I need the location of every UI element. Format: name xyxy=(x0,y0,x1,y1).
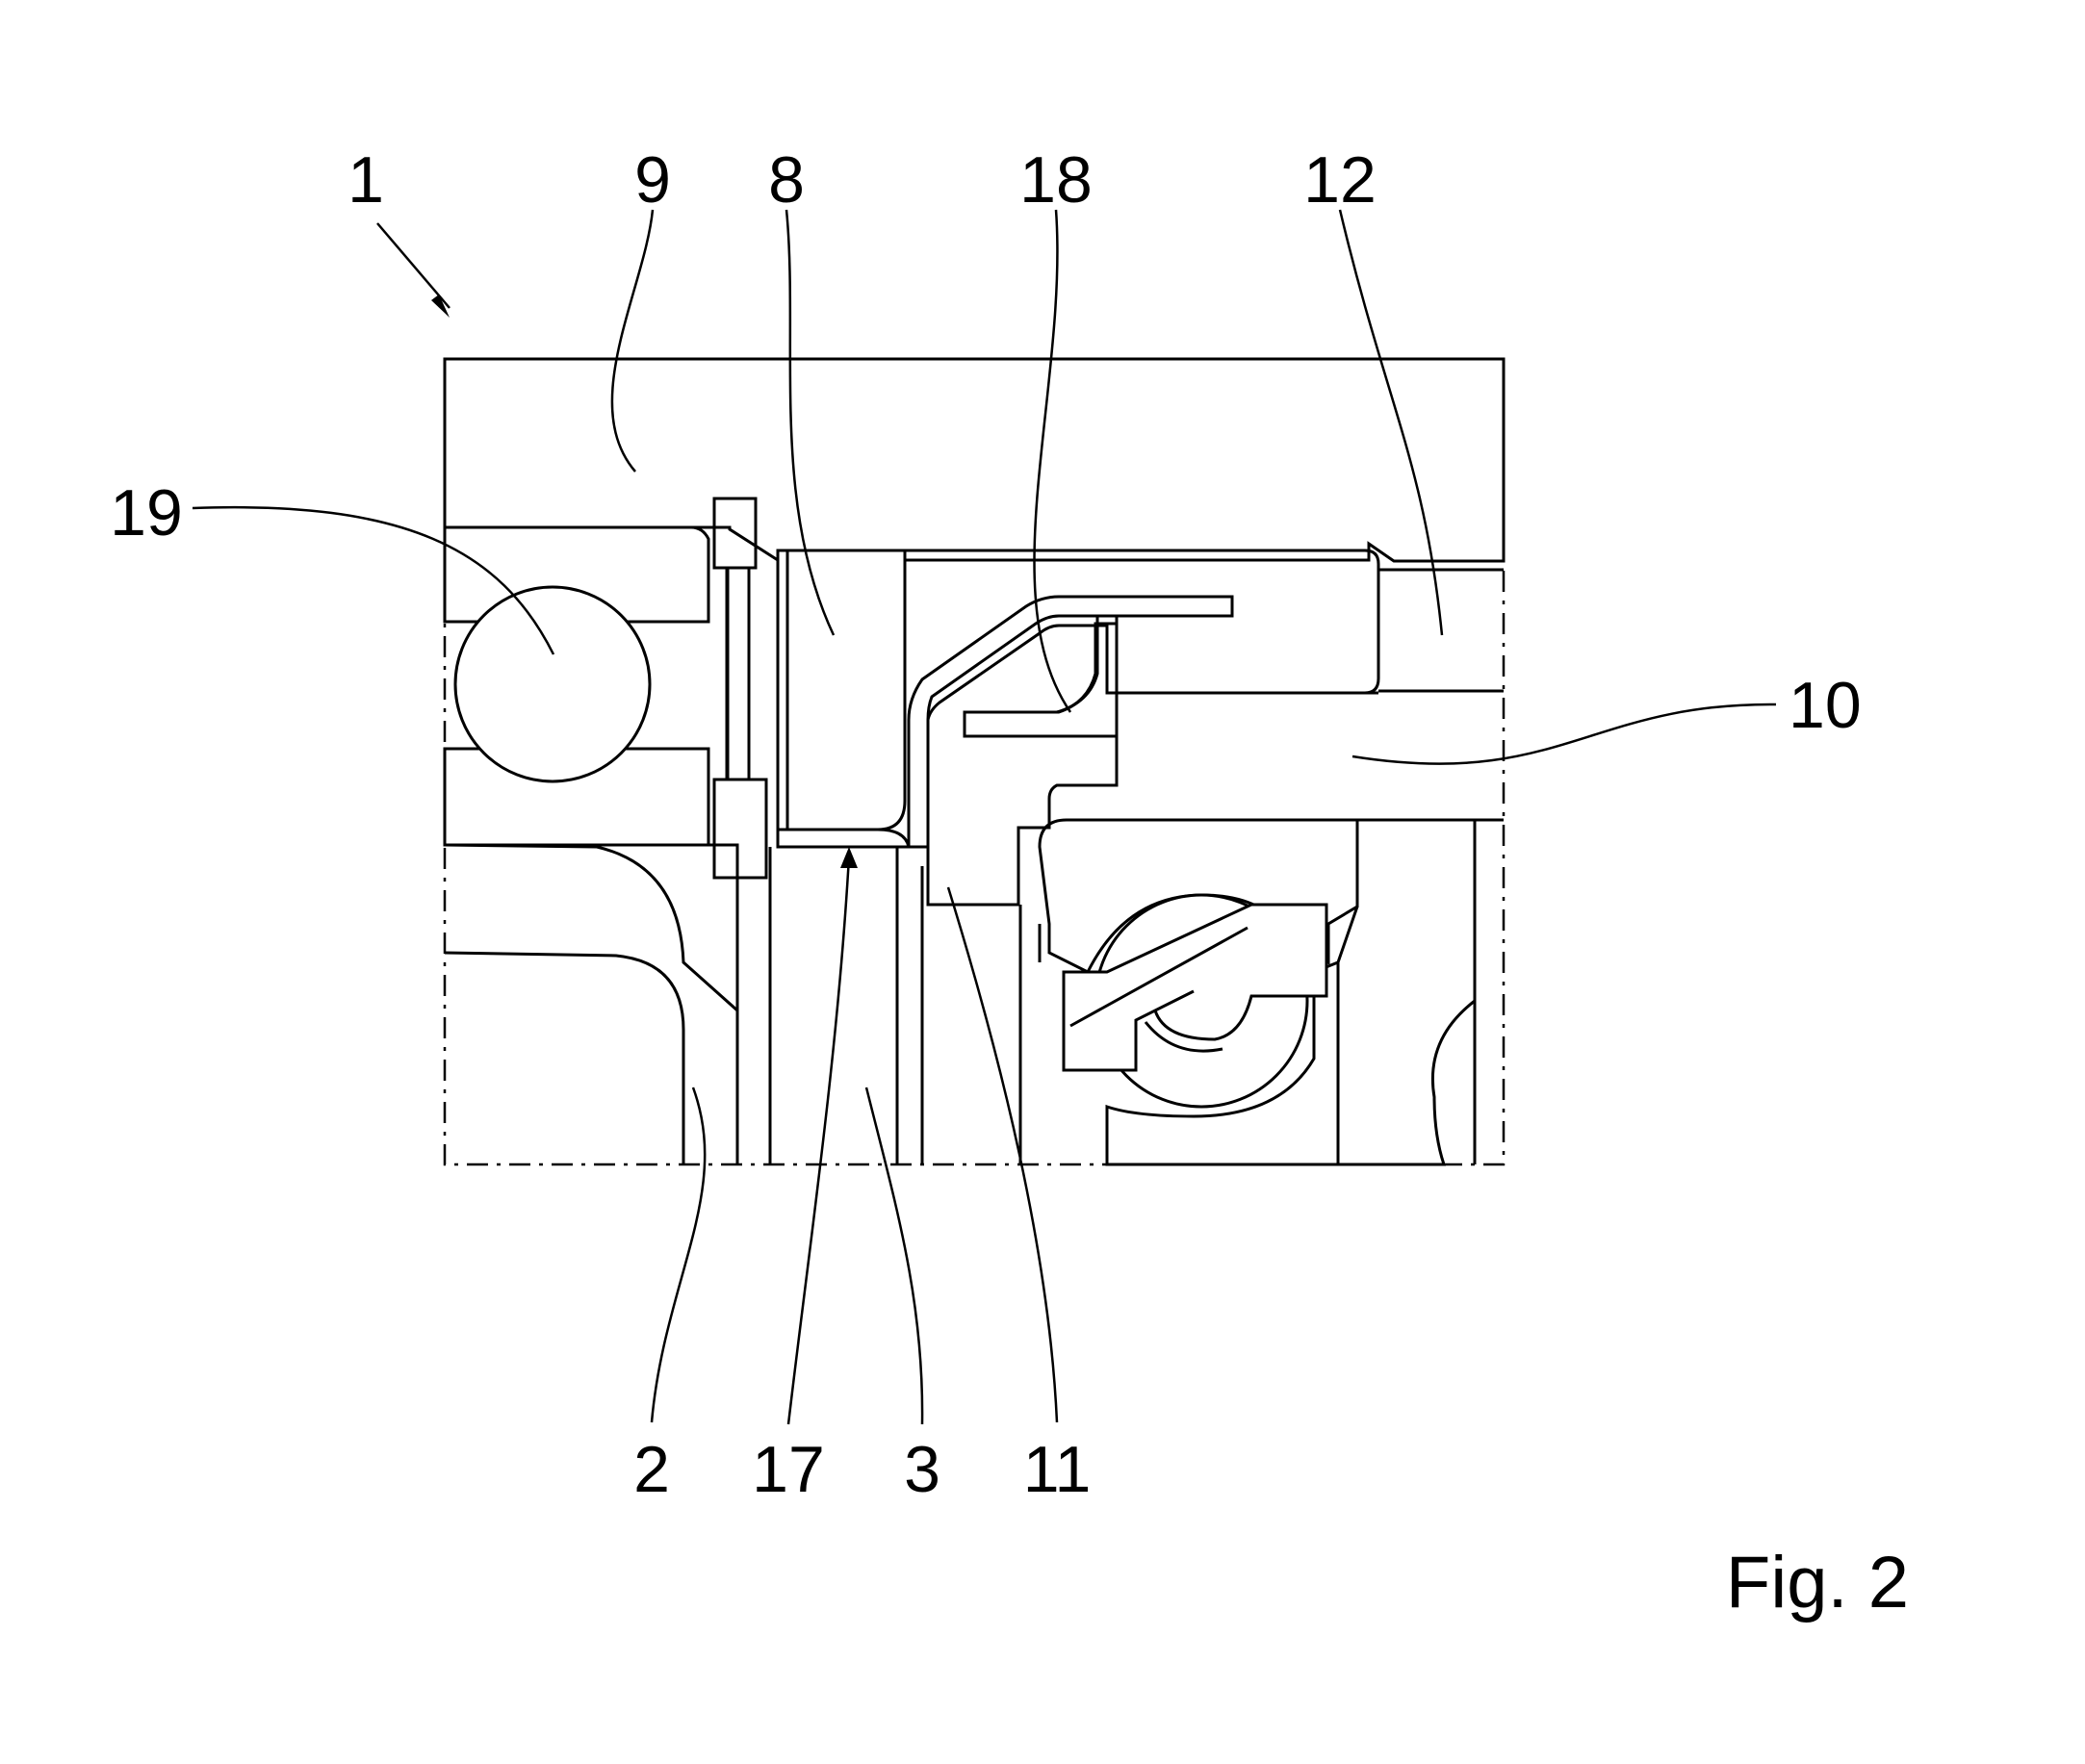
seal-18-fill xyxy=(963,622,1119,738)
label-3: 3 xyxy=(904,1433,940,1506)
sleeve-8 xyxy=(776,549,907,831)
lower-left-contour xyxy=(444,951,685,1164)
figure-caption: Fig. 2 xyxy=(1726,1542,1909,1623)
retaining-ring xyxy=(712,497,768,880)
label-1: 1 xyxy=(348,143,384,217)
label-12: 12 xyxy=(1303,143,1377,217)
label-9: 9 xyxy=(634,143,671,217)
label-18: 18 xyxy=(1019,143,1093,217)
seal-11-body xyxy=(926,624,1119,907)
sleeve-8-hatched-base xyxy=(776,828,911,849)
label-2: 2 xyxy=(633,1433,670,1506)
bearing-outer-ring xyxy=(1105,959,1340,1166)
bearing-cage-detail xyxy=(1069,926,1248,1053)
label-11: 11 xyxy=(1023,1433,1092,1506)
housing-section xyxy=(443,357,1506,563)
label-10: 10 xyxy=(1789,669,1862,742)
label-8: 8 xyxy=(768,143,805,217)
ring-core xyxy=(726,566,751,781)
lower-left-body xyxy=(444,843,739,1014)
seal-11 xyxy=(907,595,1234,849)
outer-race xyxy=(443,525,710,624)
ball-19 xyxy=(453,585,652,783)
bearing-cage xyxy=(1062,903,1328,1072)
label-17: 17 xyxy=(752,1433,825,1506)
leader-lines xyxy=(192,209,1777,1425)
bearing-outer-right xyxy=(1336,818,1477,1166)
label-19: 19 xyxy=(110,476,183,550)
bearing-inner-ring xyxy=(1038,818,1359,975)
